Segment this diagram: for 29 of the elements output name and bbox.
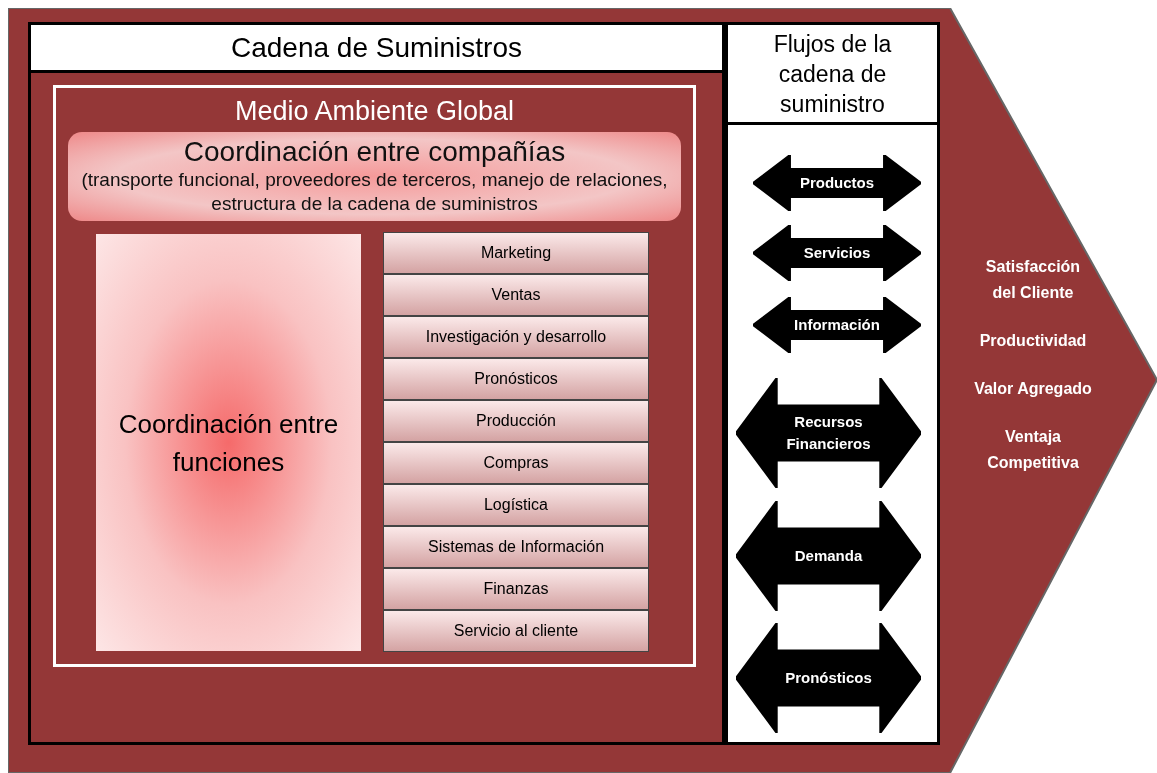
function-row: Compras (383, 442, 649, 484)
flow-label: Servicios (803, 243, 871, 263)
flow-label: Información (794, 315, 880, 335)
function-row: Logística (383, 484, 649, 526)
function-row: Finanzas (383, 568, 649, 610)
box-heading: Coordinación entre compañías (182, 136, 567, 168)
flow-label: Demanda (794, 546, 863, 566)
outcome-label: Satisfacción del Cliente (984, 257, 1082, 303)
function-row: Servicio al cliente (383, 610, 649, 652)
function-row: Investigación y desarrollo (383, 316, 649, 358)
outcome-label: Ventaja Competitiva (986, 427, 1080, 473)
function-row: Producción (383, 400, 649, 442)
box-text: (transporte funcional, proveedores de terceros, manejo de relaciones, estructura de la cadena de suministros (80, 168, 669, 216)
flow-label: Productos (799, 173, 875, 193)
function-area: Coordinación entre funciones (96, 234, 361, 651)
outcome-label: Productividad (978, 331, 1088, 351)
function-row: Pronósticos (383, 358, 649, 400)
rounded-box (68, 132, 681, 221)
frame (53, 85, 696, 667)
frame-title: Medio Ambiente Global (233, 96, 516, 127)
panel-title: Cadena de Suministros (31, 25, 722, 73)
flows-panel (725, 22, 940, 745)
outcome-label: Valor Agregado (973, 379, 1093, 399)
function-row: Marketing (383, 232, 649, 274)
flow-label: Recursos Financieros (785, 412, 872, 454)
function-row: Sistemas de Información (383, 526, 649, 568)
flow-label: Pronósticos (785, 668, 872, 688)
panel (28, 22, 725, 745)
function-row: Ventas (383, 274, 649, 316)
